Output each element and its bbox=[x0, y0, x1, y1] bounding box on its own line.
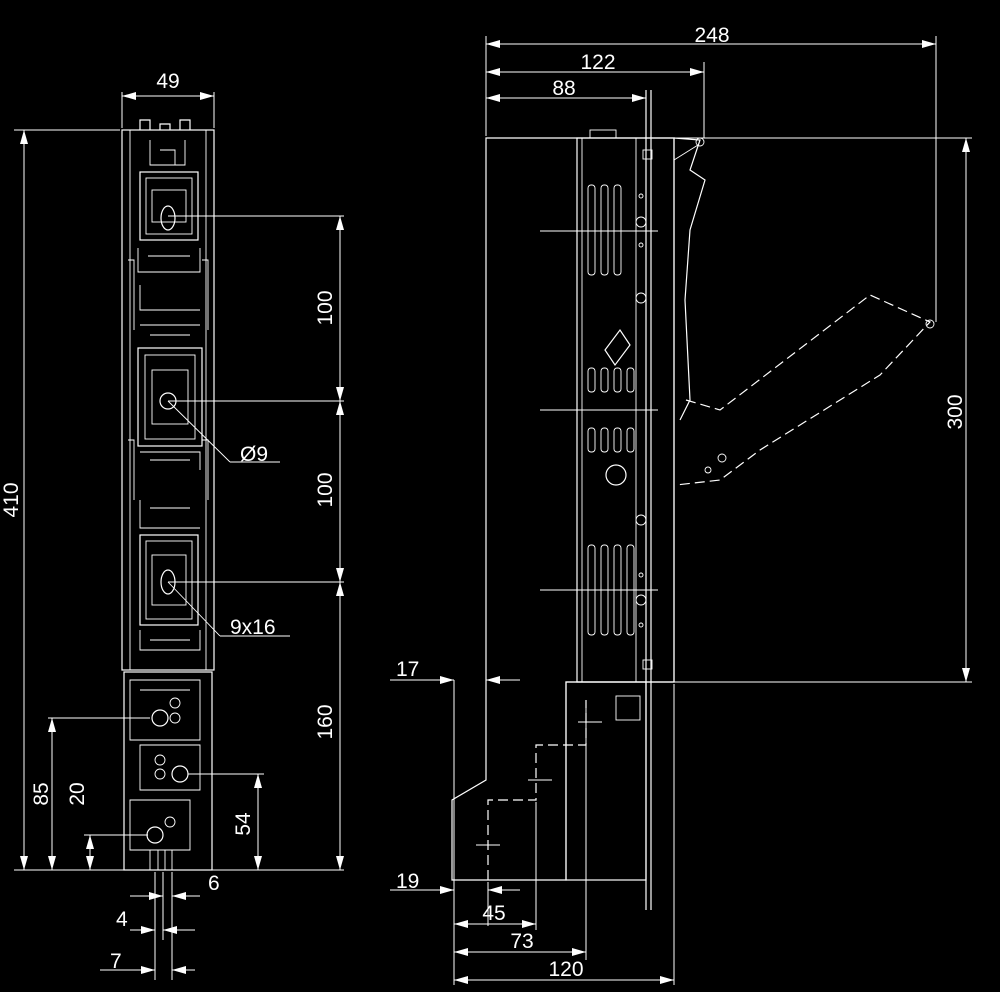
hole-diameter-label: Ø9 bbox=[240, 443, 268, 466]
dim-49-label: 49 bbox=[156, 70, 179, 93]
dim-122-label: 122 bbox=[580, 51, 615, 74]
dim-85-label: 85 bbox=[30, 782, 53, 805]
slot-size-label: 9x16 bbox=[230, 616, 276, 639]
dim-73-label: 73 bbox=[510, 930, 533, 953]
dim-88-label: 88 bbox=[552, 77, 575, 100]
front-view: 49 410 100 100 160 Ø9 9x16 85 20 54 6 4 … bbox=[0, 70, 344, 980]
front-contact-3 bbox=[139, 534, 199, 626]
front-body-outline bbox=[121, 129, 215, 671]
dim-120-label: 120 bbox=[548, 958, 583, 981]
dim-45-label: 45 bbox=[482, 902, 505, 925]
front-contact-1 bbox=[139, 171, 199, 241]
dim-300-label: 300 bbox=[944, 394, 967, 429]
side-view: 248 122 88 300 17 19 45 73 120 bbox=[390, 24, 972, 985]
front-terminal-section bbox=[123, 671, 213, 871]
dim-6-label: 6 bbox=[208, 872, 220, 895]
dim-100-upper-label: 100 bbox=[314, 290, 337, 325]
dim-4-label: 4 bbox=[116, 908, 128, 931]
dim-160-label: 160 bbox=[314, 704, 337, 739]
dim-410-label: 410 bbox=[0, 482, 23, 517]
handle-open-dashed bbox=[675, 294, 932, 486]
side-body-outline bbox=[451, 137, 675, 881]
front-contact-2 bbox=[137, 347, 203, 447]
dim-17-label: 17 bbox=[396, 658, 419, 681]
slot-hole-1 bbox=[160, 205, 176, 231]
dim-19-label: 19 bbox=[396, 870, 419, 893]
dim-20-label: 20 bbox=[66, 782, 89, 805]
dim-54-label: 54 bbox=[232, 812, 255, 836]
handle-closed bbox=[673, 137, 706, 421]
dim-248-label: 248 bbox=[694, 24, 729, 47]
dim-7-label: 7 bbox=[110, 950, 122, 973]
dim-100-lower-label: 100 bbox=[314, 472, 337, 507]
